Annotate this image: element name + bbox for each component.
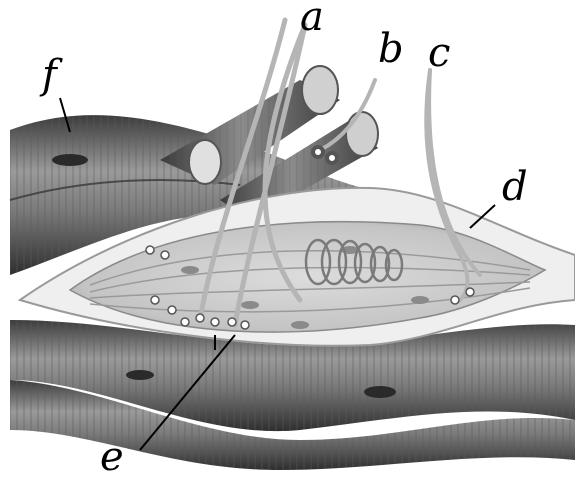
label-a: a — [300, 0, 324, 40]
label-e: e — [100, 434, 124, 477]
label-c: c — [428, 30, 450, 76]
label-b: b — [378, 26, 404, 72]
label-d: d — [502, 164, 528, 210]
label-f: f — [39, 52, 63, 98]
